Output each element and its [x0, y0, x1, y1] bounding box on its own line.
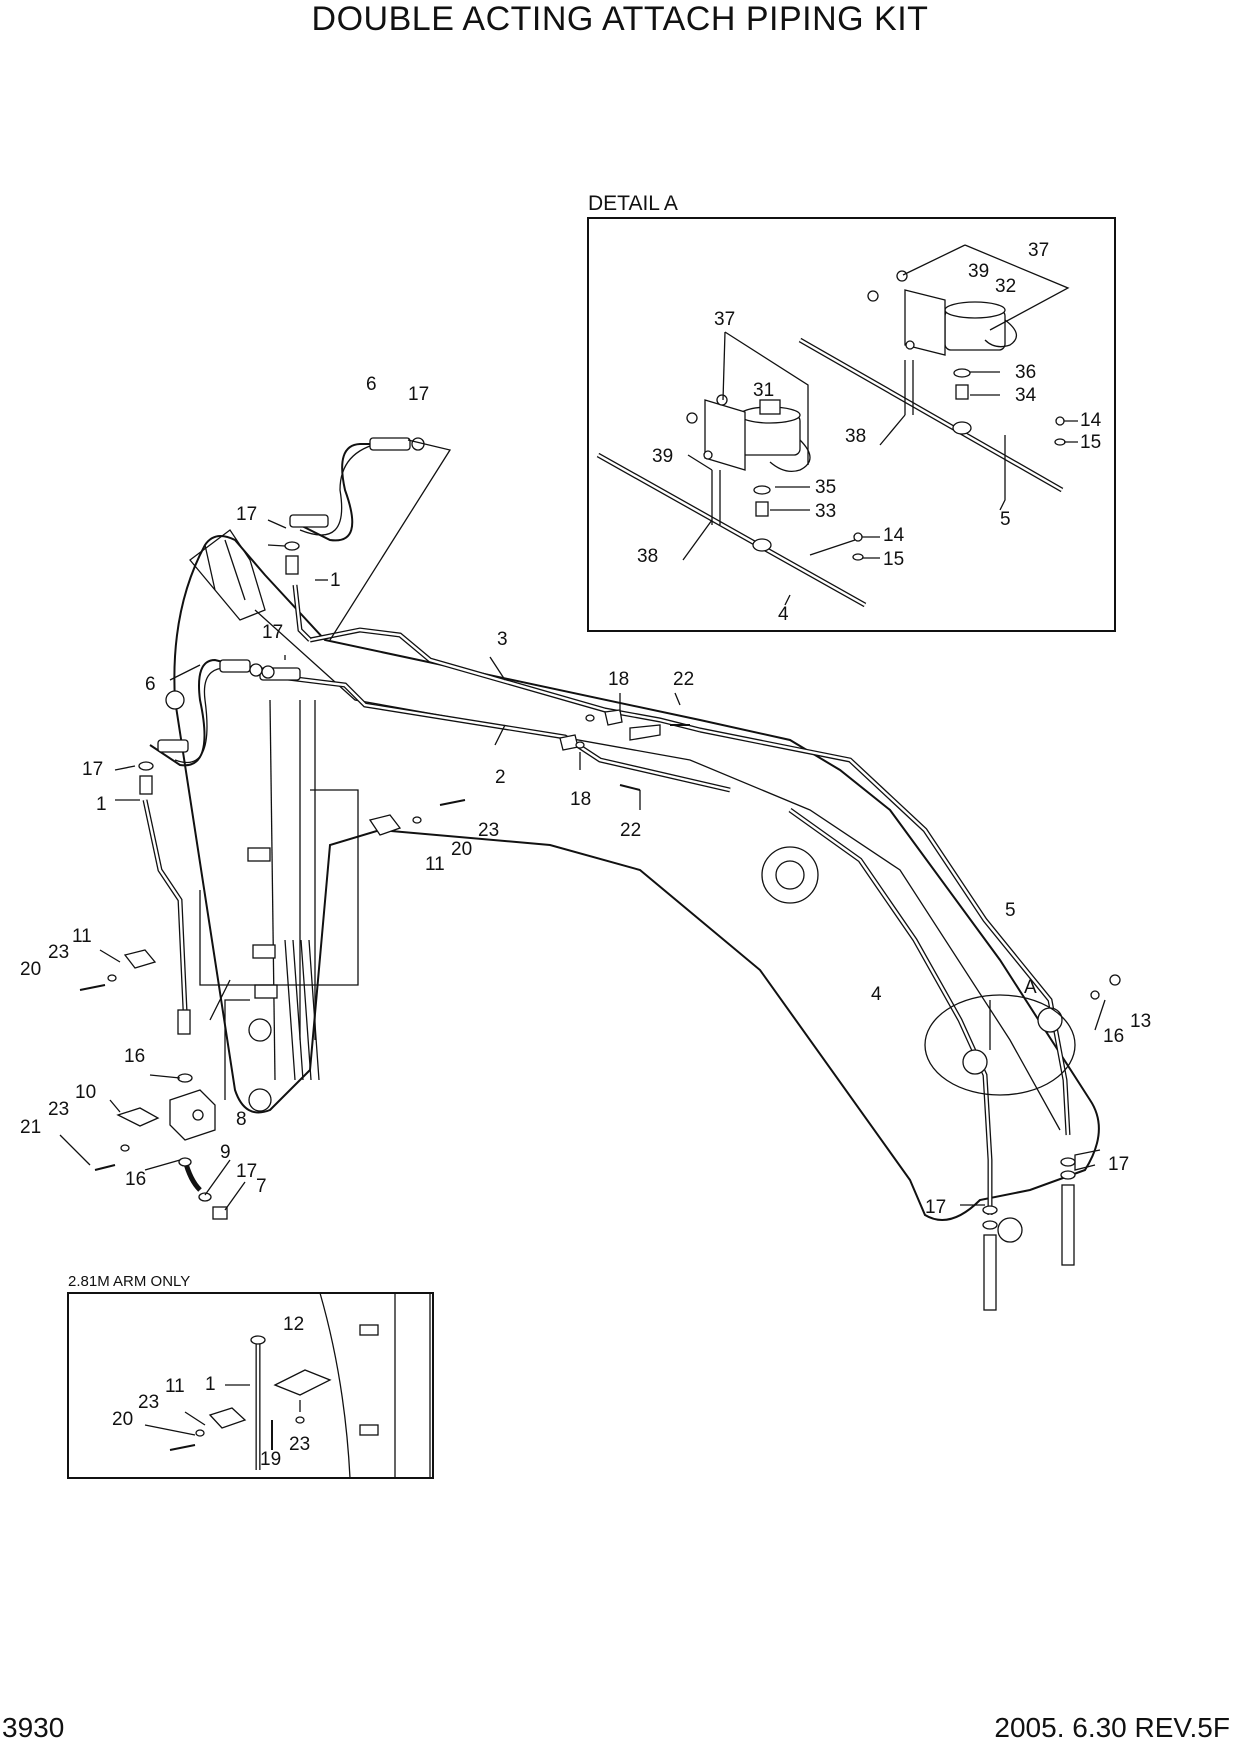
callout-11: 11 — [425, 854, 445, 875]
callout-8: 8 — [236, 1109, 247, 1130]
callout-16: 16 — [125, 1169, 146, 1190]
callout-23: 23 — [289, 1434, 310, 1455]
callout-13: 13 — [1130, 1011, 1151, 1032]
callout-23: 23 — [48, 942, 69, 963]
callout-6: 6 — [366, 374, 377, 395]
callout-11: 11 — [72, 926, 92, 947]
callout-17: 17 — [82, 759, 103, 780]
callout-6: 6 — [145, 674, 156, 695]
callout-39: 39 — [968, 261, 989, 282]
detail-a-marker: A — [1024, 977, 1037, 998]
fittings — [79, 437, 1121, 1311]
callout-17: 17 — [236, 1161, 257, 1182]
arm-body — [165, 529, 1100, 1243]
callout-17: 17 — [1108, 1154, 1129, 1175]
callout-16: 16 — [124, 1046, 145, 1067]
callout-15: 15 — [883, 549, 904, 570]
callout-11: 11 — [165, 1376, 185, 1397]
accumulator-32 — [867, 270, 1017, 435]
callout-35: 35 — [815, 477, 836, 498]
callout-36: 36 — [1015, 362, 1036, 383]
callout-37: 37 — [1028, 240, 1049, 261]
callout-14: 14 — [1080, 410, 1102, 431]
callout-33: 33 — [815, 501, 836, 522]
leader-lines — [59, 439, 1106, 1211]
callout-5: 5 — [1005, 900, 1016, 921]
callout-23: 23 — [48, 1099, 69, 1120]
page-number: 3930 — [2, 1712, 65, 1743]
callout-22: 22 — [673, 669, 694, 690]
callout-17: 17 — [925, 1197, 946, 1218]
callout-18: 18 — [570, 789, 591, 810]
callout-1: 1 — [205, 1374, 216, 1395]
callout-15: 15 — [1080, 432, 1101, 453]
callout-17: 17 — [262, 622, 283, 643]
inset-panel: 2.81M ARM ONLY — [67, 1273, 434, 1479]
callout-19: 19 — [260, 1449, 281, 1470]
callout-10: 10 — [75, 1082, 96, 1103]
callout-22: 22 — [620, 820, 641, 841]
callout-18: 18 — [608, 669, 629, 690]
callout-17: 17 — [408, 384, 429, 405]
callout-4: 4 — [778, 604, 789, 625]
callout-3: 3 — [497, 629, 508, 650]
callout-23: 23 — [138, 1392, 159, 1413]
revision-date: 2005. 6.30 REV.5F — [994, 1712, 1230, 1743]
callout-20: 20 — [20, 959, 41, 980]
callout-16: 16 — [1103, 1026, 1124, 1047]
inset-caption: 2.81M ARM ONLY — [68, 1273, 190, 1290]
callout-32: 32 — [995, 276, 1016, 297]
callout-21: 21 — [20, 1117, 41, 1138]
callout-2: 2 — [495, 767, 506, 788]
detail-a-panel: DETAIL A — [587, 192, 1116, 632]
callout-20: 20 — [451, 839, 472, 860]
callout-37: 37 — [714, 309, 735, 330]
callout-38: 38 — [637, 546, 658, 567]
callout-labels: 37 39 32 37 31 39 36 34 14 15 38 35 33 5… — [20, 240, 1151, 1470]
callout-12: 12 — [283, 1314, 304, 1335]
accumulator-31 — [686, 394, 811, 552]
callout-34: 34 — [1015, 385, 1037, 406]
callout-23: 23 — [478, 820, 499, 841]
callout-14: 14 — [883, 525, 905, 546]
callout-4: 4 — [871, 984, 882, 1005]
callout-17: 17 — [236, 504, 257, 525]
callout-5: 5 — [1000, 509, 1011, 530]
callout-39: 39 — [652, 446, 673, 467]
callout-9: 9 — [220, 1142, 231, 1163]
callout-1: 1 — [330, 570, 341, 591]
callout-31: 31 — [753, 380, 774, 401]
page-title: DOUBLE ACTING ATTACH PIPING KIT — [311, 0, 929, 38]
pipe-lines — [142, 439, 1071, 1470]
detail-a-caption: DETAIL A — [588, 192, 678, 215]
callout-20: 20 — [112, 1409, 133, 1430]
callout-1: 1 — [96, 794, 107, 815]
callout-7: 7 — [256, 1176, 267, 1197]
callout-38: 38 — [845, 426, 866, 447]
